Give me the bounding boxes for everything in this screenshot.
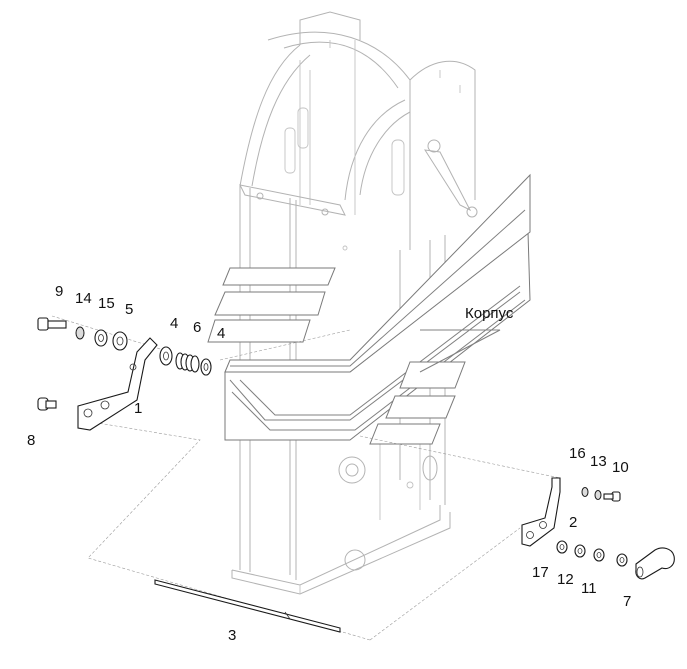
label-part-13: 13 <box>590 453 607 470</box>
washer-part-15 <box>94 329 108 347</box>
nut-part-11 <box>593 548 605 562</box>
nut-part-12 <box>574 544 586 558</box>
knob-part-7 <box>635 547 675 580</box>
washer-part-4b <box>200 358 212 376</box>
washer-part-13 <box>594 490 602 500</box>
label-part-10: 10 <box>612 459 629 476</box>
bolt-part-9 <box>37 317 67 331</box>
label-part-14: 14 <box>75 290 92 307</box>
right-parts <box>521 477 675 580</box>
label-part-4a: 4 <box>170 315 178 332</box>
label-part-9: 9 <box>55 283 63 300</box>
label-part-1: 1 <box>134 400 142 417</box>
label-part-11: 11 <box>581 580 597 597</box>
label-part-4b: 4 <box>217 325 225 342</box>
label-part-2: 2 <box>569 514 577 531</box>
label-part-15: 15 <box>98 295 115 312</box>
spring-part-6 <box>175 352 200 373</box>
rod-part-3 <box>154 579 341 633</box>
washer-part-14 <box>75 326 85 340</box>
pin-part-8 <box>37 397 57 411</box>
bolt-part-10 <box>603 491 621 502</box>
label-part-6: 6 <box>193 319 201 336</box>
washer-part-11b <box>616 553 628 567</box>
decal-chevron-bands <box>207 173 531 445</box>
left-parts <box>37 317 212 431</box>
washer-part-4a <box>159 346 173 366</box>
label-part-5: 5 <box>125 301 133 318</box>
label-part-7: 7 <box>623 593 631 610</box>
label-part-8: 8 <box>27 432 35 449</box>
nut-part-17 <box>556 540 568 554</box>
plate-part-2 <box>521 477 561 547</box>
washer-part-16 <box>581 487 589 497</box>
label-part-12: 12 <box>557 571 574 588</box>
label-part-16: 16 <box>569 445 586 462</box>
label-housing: Корпус <box>465 305 514 322</box>
plate-part-1 <box>77 337 158 431</box>
washer-part-5 <box>112 331 128 351</box>
label-part-17: 17 <box>532 564 549 581</box>
label-part-3: 3 <box>228 627 236 644</box>
part-labels: 9 14 15 5 4 6 4 1 8 3 Корпус 16 13 10 2 … <box>27 283 631 644</box>
